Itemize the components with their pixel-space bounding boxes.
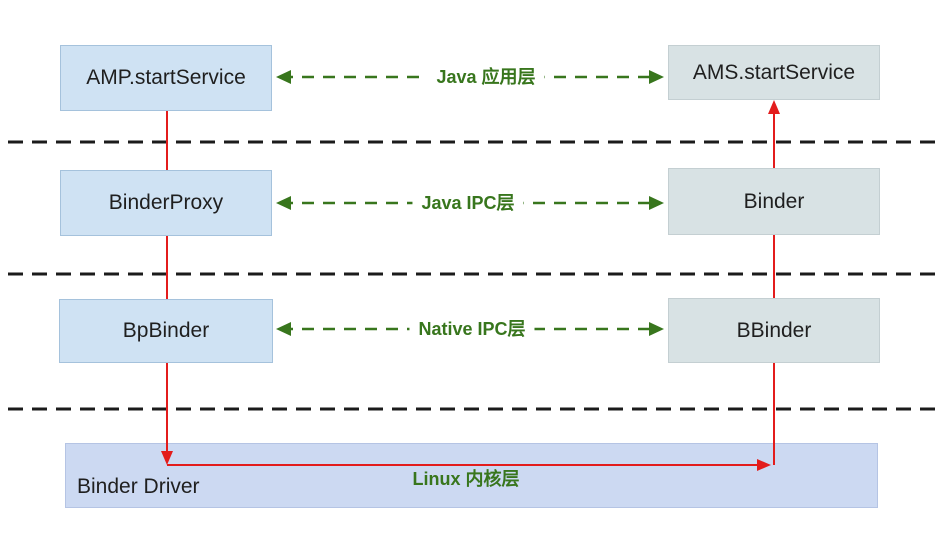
box-binder-label: Binder	[743, 189, 805, 213]
layer-label-linux-kernel: Linux 内核层	[412, 469, 520, 489]
green-arrowhead-right-row3	[649, 322, 664, 336]
box-bbinder: BBinder	[668, 298, 880, 363]
box-amp-startservice: AMP.startService	[60, 45, 272, 111]
green-arrowhead-left-row3	[276, 322, 291, 336]
box-bpbinder: BpBinder	[59, 299, 273, 363]
box-amp-label: AMP.startService	[86, 66, 246, 89]
box-binderproxy: BinderProxy	[60, 170, 272, 236]
green-arrowhead-right-row1	[649, 70, 664, 84]
box-ams-startservice: AMS.startService	[668, 45, 880, 100]
box-binder-driver: Binder Driver	[65, 443, 878, 508]
green-arrowhead-right-row2	[649, 196, 664, 210]
box-binderproxy-label: BinderProxy	[108, 191, 224, 214]
layer-label-native-ipc: Native IPC层	[409, 318, 535, 340]
box-binder-driver-label: Binder Driver	[77, 475, 200, 498]
green-arrowhead-left-row1	[276, 70, 291, 84]
red-arrowhead-up-into-ams	[768, 100, 780, 114]
green-arrowhead-left-row2	[276, 196, 291, 210]
layer-label-java-app: Java 应用层	[427, 66, 545, 88]
box-bpbinder-label: BpBinder	[122, 319, 210, 342]
box-ams-label: AMS.startService	[692, 60, 856, 84]
layer-label-java-ipc: Java IPC层	[412, 192, 524, 214]
box-binder: Binder	[668, 168, 880, 235]
box-bbinder-label: BBinder	[736, 318, 812, 342]
